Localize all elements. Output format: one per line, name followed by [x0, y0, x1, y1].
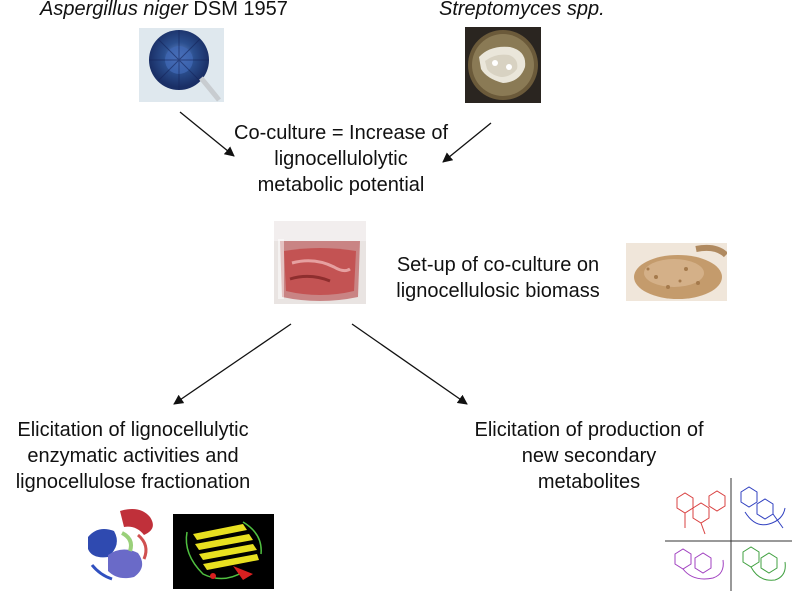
streptomyces-label: Streptomyces spp.: [439, 0, 605, 20]
aspergillus-species: Aspergillus niger: [40, 0, 188, 20]
outcome-metabolites-line-2: new secondary: [521, 445, 657, 467]
outcome-enzymes-line-2: enzymatic activities and: [27, 445, 239, 467]
outcome-enzymes-line-3: lignocellulose fractionation: [15, 471, 251, 493]
protein-structure-image: [78, 505, 160, 583]
coculture-line-1: Co-culture = Increase of: [234, 122, 448, 144]
outcome-metabolites-line-3: metabolites: [537, 471, 641, 493]
chemical-structures-image: [665, 478, 792, 591]
outcome-enzymes-line-1: Elicitation of lignocellulytic: [17, 419, 249, 441]
beta-helix-structure-image: [173, 514, 274, 589]
streptomyces-image: [465, 27, 541, 103]
setup-text: Set-up of co-culture on lignocellulosic …: [378, 252, 618, 304]
setup-line-2: lignocellulosic biomass: [396, 280, 600, 302]
culture-tube-image: [274, 221, 366, 304]
arrow-streptomyces-to-coculture: [442, 122, 492, 163]
setup-line-1: Set-up of co-culture on: [396, 254, 600, 276]
coculture-line-2: lignocellulolytic: [274, 148, 408, 170]
outcome-metabolites-line-1: Elicitation of production of: [474, 419, 704, 441]
biomass-image: [626, 243, 727, 301]
arrow-setup-to-enzymes: [173, 323, 292, 405]
coculture-text: Co-culture = Increase of lignocellulolyt…: [213, 120, 469, 198]
outcome-metabolites-text: Elicitation of production of new seconda…: [462, 417, 716, 495]
outcome-enzymes-text: Elicitation of lignocellulytic enzymatic…: [0, 417, 266, 495]
arrow-aspergillus-to-coculture: [179, 111, 235, 157]
aspergillus-strain: DSM 1957: [187, 0, 288, 20]
arrow-setup-to-metabolites: [351, 323, 468, 405]
aspergillus-image: [139, 28, 224, 102]
aspergillus-label: Aspergillus niger DSM 1957: [40, 0, 288, 22]
coculture-line-3: metabolic potential: [257, 174, 425, 196]
